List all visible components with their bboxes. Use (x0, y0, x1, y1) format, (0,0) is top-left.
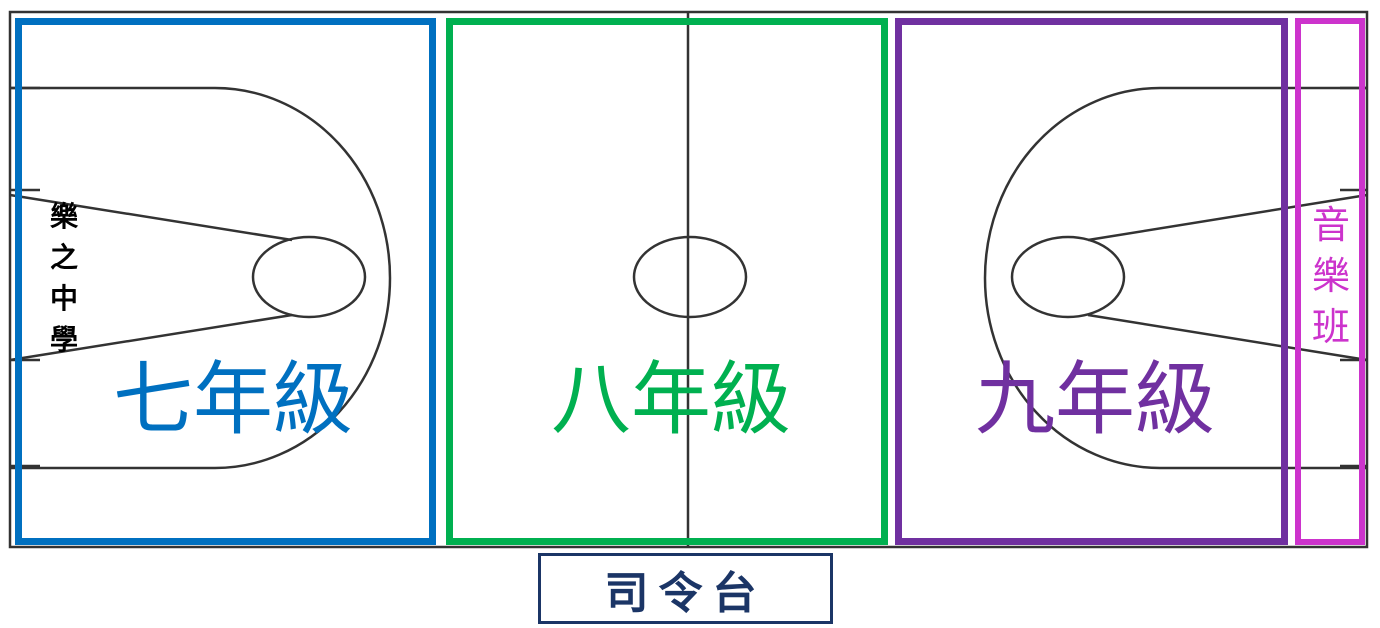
right-three-point-arc (983, 86, 1367, 470)
zone-grade-8-label: 八年級 (551, 353, 791, 446)
school-name-char: 中 (49, 282, 78, 315)
zone-grade-7-label: 七年級 (113, 353, 353, 446)
stage-label: 司令台 (604, 567, 767, 619)
stage-box: 司令台 (538, 553, 833, 624)
left-three-point-arc (10, 86, 392, 470)
zone-music-class (1295, 18, 1365, 545)
zone-grade-7 (15, 18, 436, 545)
school-name: 樂之中學 (48, 196, 80, 360)
school-name-char: 學 (49, 323, 78, 356)
center-circle (632, 235, 748, 319)
zone-grade-9 (895, 18, 1288, 545)
music-class-label-char: 音 (1311, 203, 1350, 247)
zone-music-class-label: 音樂班 (1309, 200, 1353, 353)
school-name-char: 樂 (49, 200, 78, 233)
zone-grade-9-label: 九年級 (975, 353, 1215, 446)
school-name-char: 之 (49, 241, 78, 274)
right-free-throw-circle (1010, 235, 1126, 319)
music-class-label-char: 樂 (1311, 254, 1350, 298)
left-free-throw-circle (251, 235, 367, 319)
music-class-label-char: 班 (1311, 305, 1350, 349)
zone-grade-8 (446, 18, 888, 545)
